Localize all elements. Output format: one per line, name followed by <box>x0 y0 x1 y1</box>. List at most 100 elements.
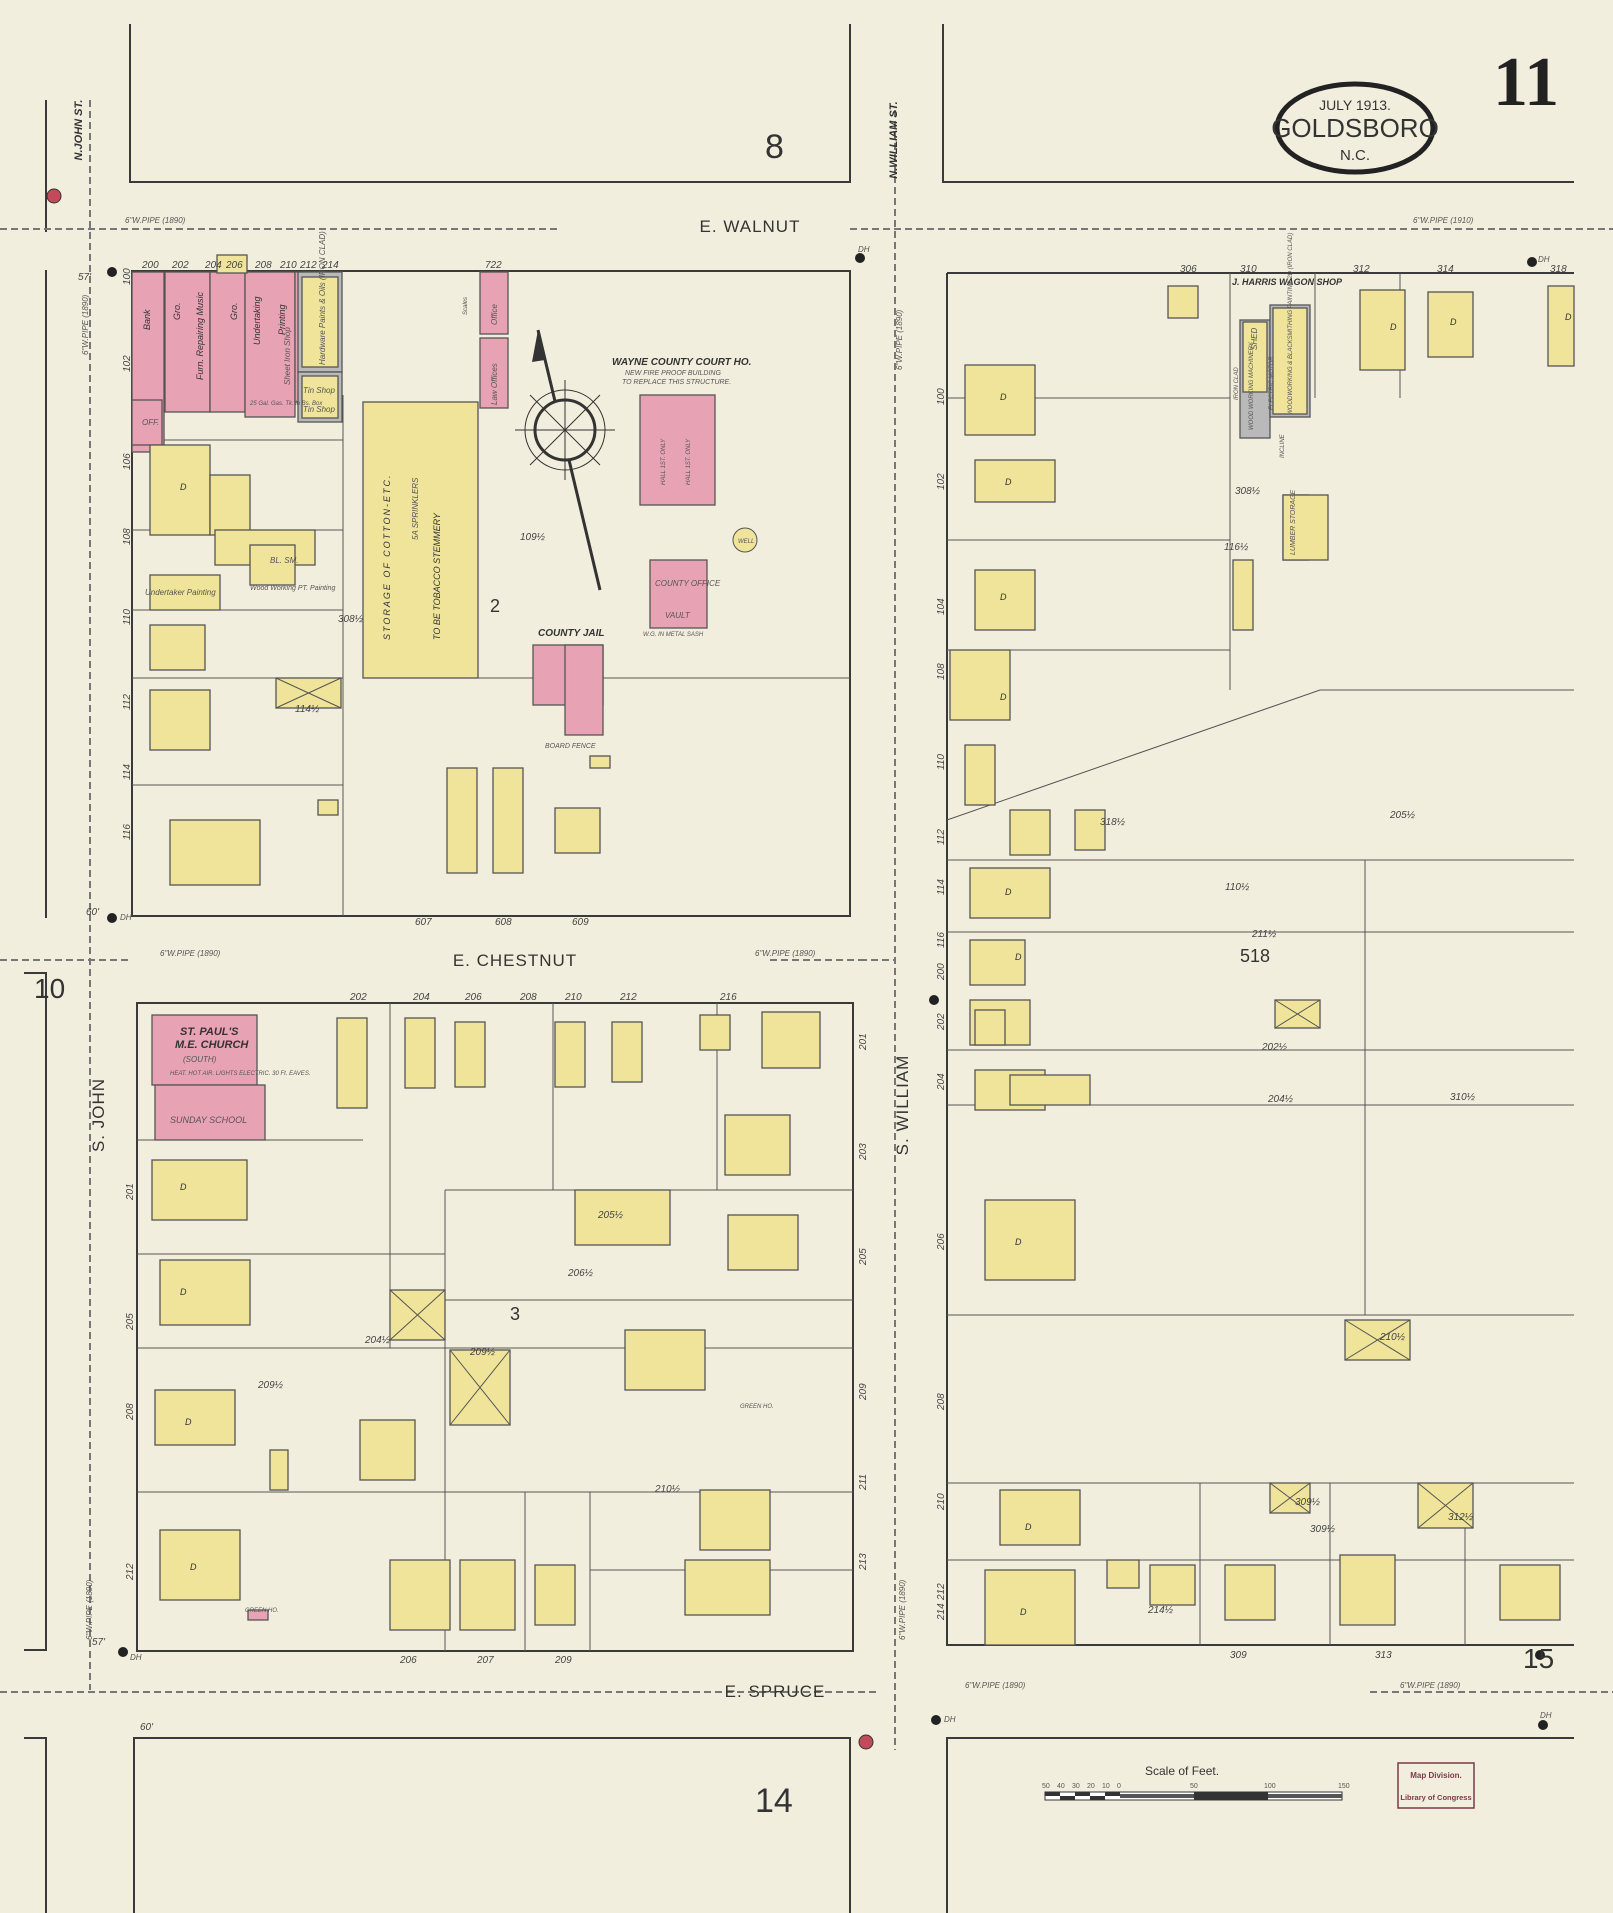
label-bank: Bank <box>142 309 152 330</box>
frame-building <box>1547 285 1575 367</box>
label-blacksmith: BL. SM. <box>270 556 298 565</box>
frame-building <box>624 1329 706 1391</box>
label-woodworking-blacksmithing: WOODWORKING & BLACKSMITHING PAINTING 2D … <box>1288 233 1294 415</box>
address-number: 109½ <box>520 532 546 543</box>
dwelling-label: D <box>1565 312 1572 322</box>
address-number: 206 <box>225 260 243 271</box>
address-number: 202 <box>936 1013 947 1031</box>
well-icon <box>732 527 758 553</box>
dwelling-label: D <box>185 1417 192 1427</box>
pipe-label: 6"W.PIPE (1890) <box>160 949 221 958</box>
frame-building <box>969 939 1026 986</box>
label-office: Office <box>490 304 499 325</box>
address-number: 216 <box>719 992 737 1003</box>
label-green-house: GREEN HO. <box>245 1608 279 1614</box>
frame-building <box>1339 1554 1396 1626</box>
frame-building <box>554 1021 586 1088</box>
scale-tick-label: 10 <box>1102 1783 1110 1790</box>
frame-building <box>534 1564 576 1626</box>
pipe-label: 6"W.PIPE (1890) <box>85 1579 94 1640</box>
frame-building <box>574 1189 671 1246</box>
frame-building <box>362 401 479 679</box>
brick-building <box>209 271 246 413</box>
open-shed-mark <box>1274 999 1321 1029</box>
dwelling-label: D <box>180 482 187 492</box>
address-number: 206½ <box>567 1268 594 1279</box>
dwelling-label: D <box>190 1562 197 1572</box>
label-tin-shop: Tin Shop <box>303 405 336 414</box>
scale-tick-label: 20 <box>1087 1783 1095 1790</box>
frame-building <box>684 1559 771 1616</box>
brick-building <box>247 1609 269 1621</box>
open-shed-mark <box>1344 1319 1411 1361</box>
dwelling-label: D <box>1015 1237 1022 1247</box>
label-green-house: GREEN HO. <box>740 1404 774 1410</box>
frame-building <box>301 375 339 419</box>
address-number: 309 <box>1230 1650 1247 1661</box>
label-sunday-school: SUNDAY SCHOOL <box>170 1115 247 1125</box>
address-number: 312 <box>1353 264 1370 275</box>
label-hardware: Hardware Paints & Oils (IRON CLAD) <box>318 231 327 365</box>
frame-building <box>359 1419 416 1481</box>
street-s-john: S. JOHN <box>89 1078 108 1152</box>
label-sprinklers: 5A SPRINKLERS <box>411 477 420 540</box>
address-number: 210 <box>936 1493 947 1511</box>
frame-building <box>492 767 524 874</box>
address-number: 204 <box>204 260 222 271</box>
label-vault: VAULT <box>665 611 691 620</box>
sheet-number: 11 <box>1493 44 1559 121</box>
address-number: 204 <box>412 992 430 1003</box>
address-number: 208 <box>125 1403 136 1421</box>
fire-alarm-icon <box>46 188 62 204</box>
label-wood-working: Wood Working PT. Painting <box>250 585 335 592</box>
frame-building <box>699 1014 731 1051</box>
address-number: 205½ <box>1389 810 1416 821</box>
address-number: 106 <box>122 453 133 470</box>
label-grocery: Gro. <box>229 302 239 320</box>
dwelling-label: D <box>1005 887 1012 897</box>
fire-alarm-icon <box>858 1734 874 1750</box>
map-city: GOLDSBORO <box>1271 113 1439 143</box>
brick-building <box>244 271 296 418</box>
address-number: 104 <box>936 598 947 615</box>
frame-building <box>949 649 1011 721</box>
frame-building <box>269 1449 289 1491</box>
adjoining-sheet-10: 10 <box>34 973 65 1004</box>
address-number: 208 <box>936 1393 947 1411</box>
brick-building <box>154 1084 266 1141</box>
address-number: 212 <box>619 992 637 1003</box>
label-well: WELL <box>738 539 754 545</box>
frame-building <box>216 254 248 274</box>
frame-building <box>446 767 478 874</box>
frame-building <box>1499 1564 1561 1621</box>
address-number: 108 <box>122 528 133 545</box>
street-width: 60' <box>140 1722 154 1733</box>
frame-building <box>159 1529 241 1601</box>
frame-building <box>964 744 996 806</box>
label-church-note: HEAT. HOT AIR. LIGHTS ELECTRIC. 30 Ft. E… <box>170 1071 310 1077</box>
dwelling-label: D <box>1025 1522 1032 1532</box>
dwelling-label: D <box>1005 477 1012 487</box>
address-number: 212 <box>936 1583 947 1601</box>
street-e-spruce: E. SPRUCE <box>725 1682 826 1701</box>
dwelling-label: D <box>180 1287 187 1297</box>
frame-building <box>724 1114 791 1176</box>
brick-building <box>564 644 604 736</box>
label-court-note: NEW FIRE PROOF BUILDING <box>625 370 721 377</box>
address-number: 310 <box>1240 264 1257 275</box>
frame-building <box>151 1159 248 1221</box>
pipe-label: 6"W.PIPE (1890) <box>755 949 816 958</box>
scale-tick-label: 100 <box>1264 1783 1276 1790</box>
address-number: 314 <box>1437 264 1454 275</box>
frame-building <box>761 1011 821 1069</box>
frame-building <box>974 459 1056 503</box>
wagon-shop-labels: J. HARRIS WAGON SHOP SHED WOOD WORKING M… <box>1232 233 1343 555</box>
address-number: 205 <box>125 1313 136 1331</box>
address-number: 309½ <box>1295 1497 1321 1508</box>
hydrant-markers <box>107 253 1548 1730</box>
address-number: 208 <box>519 992 537 1003</box>
hydrant-label: DH <box>130 1653 142 1662</box>
dwelling-label: D <box>1390 322 1397 332</box>
